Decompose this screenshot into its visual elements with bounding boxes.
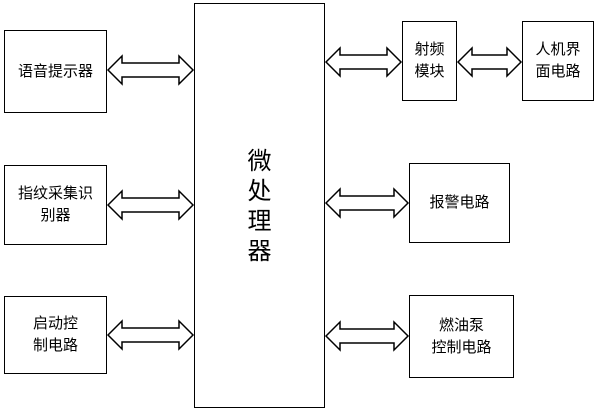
hmi-label-line2: 面电路 (535, 62, 581, 80)
bidirectional-arrow-microprocessor-fuel-pump (324, 320, 410, 352)
bidirectional-arrow-microprocessor-rf-module (324, 46, 403, 78)
hmi-box: 人机界 面电路 (522, 21, 594, 101)
bidirectional-arrow-rf-module-hmi (456, 46, 523, 78)
alarm-box: 报警电路 (409, 163, 510, 243)
bidirectional-arrow-microprocessor-alarm (324, 187, 410, 219)
alarm-label: 报警电路 (429, 193, 490, 212)
fuel-pump-label-line1: 燃油泵 (438, 315, 484, 334)
fingerprint-box: 指纹采集识 别器 (4, 165, 107, 245)
microprocessor-box: 微处理器 (194, 3, 325, 408)
start-control-box: 启动控 制电路 (4, 296, 107, 374)
start-control-label-line2: 制电路 (32, 336, 78, 354)
fuel-pump-box: 燃油泵 控制电路 (409, 295, 514, 378)
voice-prompt-box: 语音提示器 (4, 30, 107, 113)
microprocessor-label: 微处理器 (247, 146, 272, 265)
fuel-pump-label-line2: 控制电路 (431, 337, 492, 356)
voice-prompt-label: 语音提示器 (17, 61, 93, 80)
hmi-label-line1: 人机界 (535, 40, 581, 59)
bidirectional-arrow-fingerprint-microprocessor (106, 189, 195, 221)
bidirectional-arrow-voice-prompt-microprocessor (106, 54, 195, 86)
rf-module-box: 射频 模块 (402, 21, 457, 101)
rf-module-label-line2: 模块 (414, 62, 445, 80)
fingerprint-label-line1: 指纹采集识 (17, 184, 93, 203)
fingerprint-label-line2: 别器 (40, 206, 71, 224)
bidirectional-arrow-start-control-microprocessor (106, 319, 195, 351)
start-control-label-line1: 启动控 (32, 314, 78, 333)
rf-module-label-line1: 射频 (414, 40, 445, 59)
